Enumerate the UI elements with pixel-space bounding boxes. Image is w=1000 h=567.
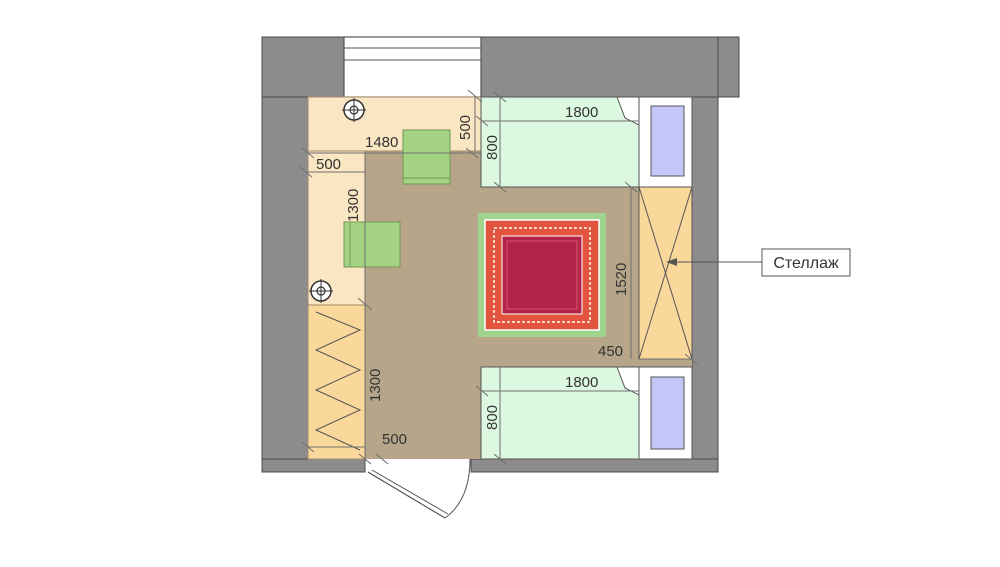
door-swing-arc — [444, 458, 471, 519]
wardrobe-zigzag — [314, 311, 362, 451]
dim-tick-b — [465, 147, 479, 159]
dim-tick-c — [299, 166, 313, 178]
bed-top-pillow — [650, 105, 685, 177]
dim-tick-e — [467, 89, 483, 103]
label-desk-depth-left: 500 — [316, 156, 341, 173]
bed-top — [480, 96, 693, 188]
door-leaf — [367, 471, 446, 519]
wall-top-left — [261, 36, 345, 98]
wall-right — [691, 96, 719, 473]
rack-cross-2 — [638, 186, 693, 360]
dim-tick-i — [624, 181, 638, 193]
dim-tick-d — [357, 297, 373, 311]
dim-tick-j — [684, 353, 698, 365]
rug-inner-pattern — [493, 227, 591, 323]
window-frame — [343, 36, 482, 98]
wall-bottom-left — [261, 458, 366, 473]
label-wardrobe-depth: 500 — [382, 431, 407, 448]
door-leaf-inner — [371, 469, 449, 515]
wall-left — [261, 36, 309, 473]
label-bed-bottom-length: 1800 — [565, 374, 598, 391]
chair-top — [402, 129, 451, 185]
rug-center — [501, 235, 583, 315]
label-rack-depth: 450 — [598, 343, 623, 360]
label-bed-top-length: 1800 — [565, 104, 598, 121]
dim-tick-n — [301, 441, 315, 453]
dimension-lines — [299, 89, 698, 465]
dimension-labels: 1480 500 1300 500 1800 800 1520 450 1800… — [316, 104, 630, 448]
callout-arrowhead — [666, 258, 677, 266]
label-rack-length: 1520 — [613, 263, 630, 296]
rug — [478, 213, 606, 337]
wall-bottom-right — [470, 458, 719, 473]
label-wardrobe-length: 1300 — [367, 369, 384, 402]
label-bed-bottom-width: 800 — [484, 405, 501, 430]
dim-tick-l — [493, 453, 507, 465]
dim-tick-a — [301, 147, 315, 159]
label-desk-side: 1300 — [345, 189, 362, 222]
wardrobe — [307, 304, 366, 460]
dim-tick-h — [493, 91, 507, 103]
dim-tick-o — [375, 453, 389, 465]
dim-tick-k — [475, 385, 489, 397]
dim-tick-g — [493, 181, 507, 193]
label-bed-top-width: 800 — [484, 135, 501, 160]
rack-callout: Стеллаж — [666, 248, 851, 277]
bed-bottom — [480, 366, 693, 460]
chair-left — [343, 221, 401, 268]
bed-bottom-mattress — [480, 366, 640, 460]
label-desk-length: 1480 — [365, 134, 398, 151]
callout-box — [761, 248, 851, 277]
bed-bottom-pillow — [650, 376, 685, 450]
wall-top-right — [480, 36, 740, 98]
callout-label: Стеллаж — [773, 255, 839, 272]
dim-tick-m — [358, 453, 372, 465]
rug-center-inner — [506, 240, 578, 310]
round-fixture-top — [342, 98, 366, 122]
label-desk-depth-top: 500 — [457, 115, 474, 140]
door — [367, 458, 471, 519]
rack — [638, 186, 693, 360]
window — [343, 36, 482, 98]
round-fixture-bottom — [309, 279, 333, 303]
bed-top-mattress — [480, 96, 640, 188]
dim-tick-f — [475, 115, 489, 127]
wall-right-upper — [717, 36, 740, 98]
